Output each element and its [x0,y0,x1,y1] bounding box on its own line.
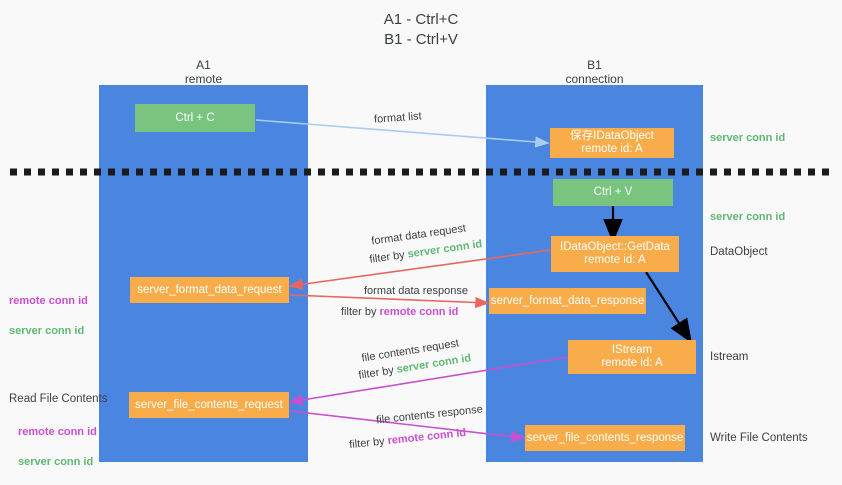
edge-label-format-list: format list [373,110,423,126]
node-server-file-contents-response[interactable]: server_file_contents_response [525,425,685,451]
node-server-file-contents-request[interactable]: server_file_contents_request [129,392,289,418]
filter-prefix: filter by [341,306,380,318]
node-istream[interactable]: IStream remote id: A [568,340,696,374]
filter-prefix: filter by [357,363,398,382]
edge-label-format-data-response: format data response [364,285,468,297]
edge-label-format-data-response-filter: filter by remote conn id [341,305,458,319]
label-left-conn-ids-2: remote conn id server conn id [18,410,97,470]
label-left-conn-ids-1: remote conn id server conn id [9,279,88,339]
filter-prefix: filter by [348,435,389,452]
filter-key-remote-conn-id: remote conn id [386,426,467,448]
column-header-b1: B1 connection [565,58,624,86]
label-istream: Istream [710,351,749,363]
remote-conn-id-text: remote conn id [18,426,97,438]
label-write-file-contents: Write File Contents [710,432,808,444]
edge-label-file-contents-response: file contents response [375,403,484,427]
filter-prefix: filter by [368,248,409,266]
node-server-format-data-request[interactable]: server_format_data_request [130,277,289,303]
node-ctrl-v[interactable]: Ctrl + V [553,179,673,206]
diagram-title: A1 - Ctrl+C B1 - Ctrl+V [383,11,459,48]
label-read-file-contents: Read File Contents [9,393,108,405]
label-dataobject: DataObject [710,246,768,258]
filter-key-remote-conn-id: remote conn id [379,306,459,318]
server-conn-id-text: server conn id [18,456,94,468]
label-server-conn-id-mid: server conn id [710,211,786,223]
remote-conn-id-text: remote conn id [9,295,88,307]
node-ctrl-c[interactable]: Ctrl + C [135,104,255,132]
node-server-format-data-response[interactable]: server_format_data_response [489,288,646,314]
column-header-a1: A1 remote [184,58,223,86]
node-idataobject-getdata[interactable]: IDataObject::GetData remote id: A [551,236,679,272]
node-save-idataobject[interactable]: 保存IDataObject remote id: A [550,128,674,158]
label-server-conn-id-top: server conn id [710,132,786,144]
edge-label-file-contents-response-filter: filter by remote conn id [349,426,467,452]
server-conn-id-text: server conn id [9,325,85,337]
